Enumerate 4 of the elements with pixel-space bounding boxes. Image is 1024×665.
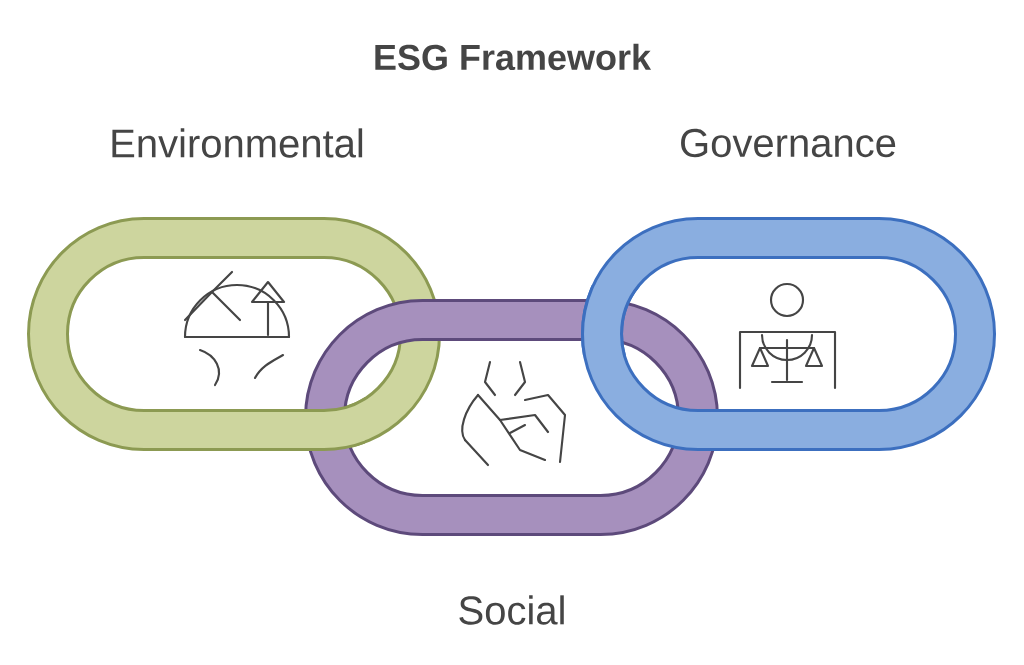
title: ESG Framework (375, 43, 652, 71)
link-heading: Environmental (112, 128, 363, 158)
link-heading: Governance (681, 128, 896, 158)
link-heading: Social (459, 595, 564, 625)
